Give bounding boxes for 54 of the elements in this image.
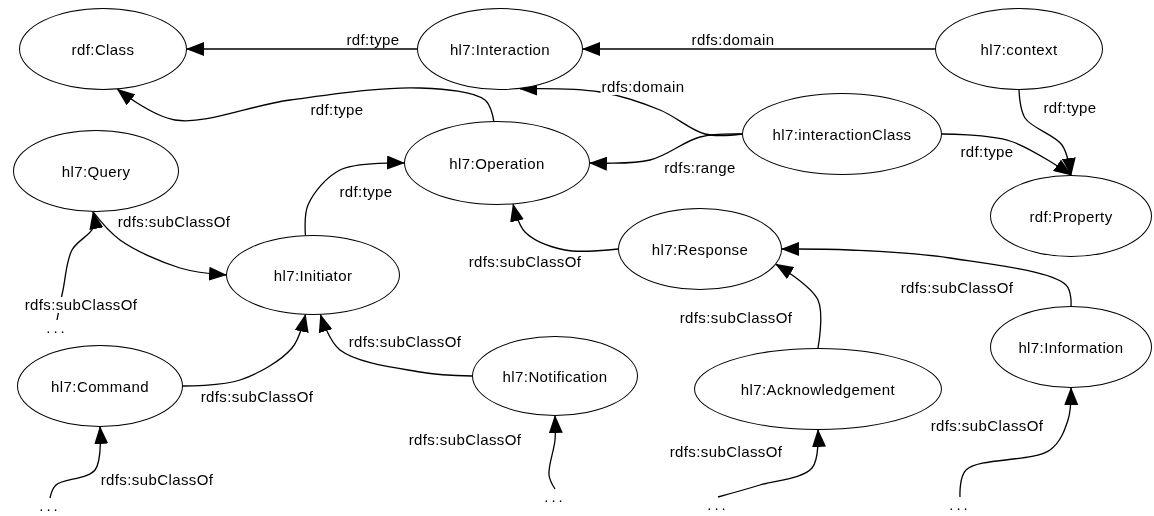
ellipsis-text: ... xyxy=(33,499,67,513)
class-ellipse: hl7:Notification xyxy=(472,336,638,416)
edge-label: rdf:type xyxy=(1042,100,1098,116)
ellipsis-text: ... xyxy=(538,490,572,504)
class-ellipse: hl7:context xyxy=(935,8,1103,90)
arrow xyxy=(49,426,109,499)
edge-label: rdfs:subClassOf xyxy=(407,432,523,448)
arrow xyxy=(182,313,309,387)
class-ellipse: hl7:Initiator xyxy=(226,235,400,315)
edge-label: rdfs:subClassOf xyxy=(199,389,315,405)
arrow xyxy=(548,415,563,490)
edge-label: rdf:type xyxy=(345,32,401,48)
ellipsis-text: ... xyxy=(943,498,977,512)
edge-label: rdfs:subClassOf xyxy=(23,297,139,313)
ellipsis-text: ... xyxy=(701,498,735,512)
class-ellipse: hl7:Command xyxy=(17,345,183,427)
arrow xyxy=(589,133,743,171)
ellipsis-text: ... xyxy=(40,321,74,335)
edge-label: rdfs:domain xyxy=(600,79,686,95)
arrow xyxy=(116,87,495,122)
edge-label: rdfs:subClassOf xyxy=(347,334,463,350)
arrow xyxy=(1018,89,1076,176)
arrow xyxy=(781,241,1072,307)
edge-label: rdfs:range xyxy=(663,160,737,176)
arrow xyxy=(775,263,822,349)
class-ellipse: hl7:Information xyxy=(990,306,1152,388)
class-ellipse: rdf:Class xyxy=(19,8,187,90)
edge-label: rdf:type xyxy=(959,144,1015,160)
arrow xyxy=(186,42,418,56)
edge-label: rdfs:subClassOf xyxy=(899,280,1015,296)
arrow xyxy=(92,211,227,281)
class-ellipse: rdf:Property xyxy=(990,175,1152,257)
edge-label: rdfs:subClassOf xyxy=(116,214,232,230)
class-ellipse: hl7:Operation xyxy=(404,121,590,205)
edge-label: rdf:type xyxy=(338,184,394,200)
arrow xyxy=(717,429,826,498)
arrow xyxy=(56,211,104,321)
arrow xyxy=(582,42,936,56)
edge-label: rdf:type xyxy=(309,102,365,118)
class-ellipse: hl7:Response xyxy=(618,208,782,290)
class-ellipse: hl7:Interaction xyxy=(417,8,583,90)
arrow xyxy=(941,133,1072,176)
edge-label: rdfs:subClassOf xyxy=(678,310,794,326)
class-ellipse: hl7:Query xyxy=(13,130,179,212)
arrow xyxy=(319,313,473,377)
arrow xyxy=(959,387,1079,498)
arrow xyxy=(510,203,619,252)
edge-label: rdfs:subClassOf xyxy=(99,472,215,488)
class-ellipse: hl7:interactionClass xyxy=(742,93,942,175)
arrow xyxy=(304,155,405,236)
edge-label: rdfs:domain xyxy=(690,32,776,48)
edge-label: rdfs:subClassOf xyxy=(929,418,1045,434)
edge-label: rdfs:subClassOf xyxy=(467,254,583,270)
edge-label: rdfs:subClassOf xyxy=(668,444,784,460)
